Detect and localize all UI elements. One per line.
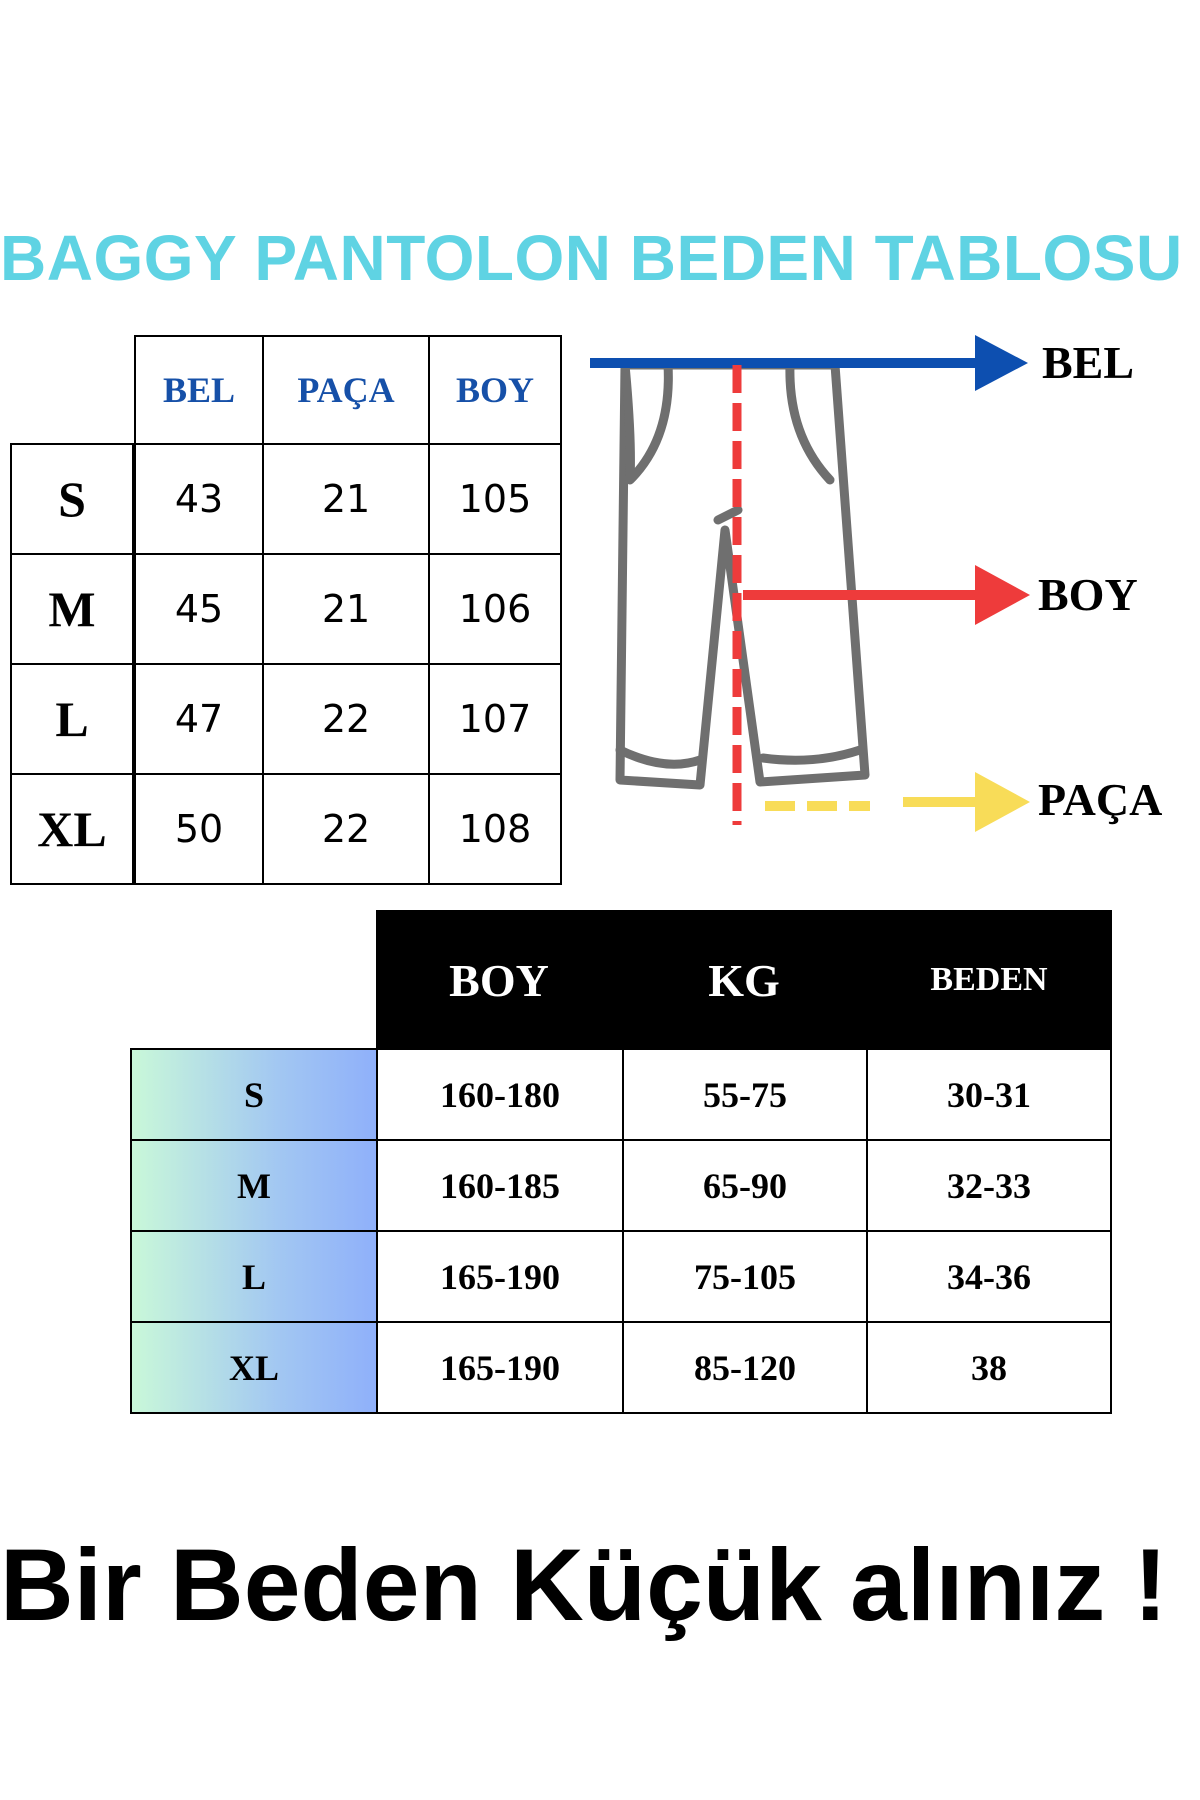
bel-arrow-icon (975, 335, 1028, 391)
size-label-l: L (10, 663, 134, 775)
table-cell: 65-90 (622, 1139, 868, 1232)
table-cell: 22 (262, 773, 430, 885)
table-cell: 105 (428, 443, 562, 555)
table-cell: 108 (428, 773, 562, 885)
header-beden: BEDEN (866, 910, 1112, 1050)
size-label-s: S (130, 1048, 378, 1141)
table-cell: 21 (262, 443, 430, 555)
table-cell: 38 (866, 1321, 1112, 1414)
footer-note: Bir Beden Küçük alınız ! (0, 1528, 1168, 1642)
size-label-s: S (10, 443, 134, 555)
table-cell: 43 (134, 443, 264, 555)
pants-measurement-diagram: BEL BOY PAÇA (590, 335, 1162, 832)
boy-label: BOY (1038, 569, 1138, 620)
paca-label: PAÇA (1038, 774, 1162, 825)
page-title: BAGGY PANTOLON BEDEN TABLOSU (0, 222, 1183, 294)
table-cell: 165-190 (376, 1321, 624, 1414)
size-label-l: L (130, 1230, 378, 1323)
header-bel: BEL (134, 335, 264, 445)
header-boy: BOY (376, 910, 622, 1050)
table-cell: 34-36 (866, 1230, 1112, 1323)
table-cell: 165-190 (376, 1230, 624, 1323)
boy-arrow-icon (975, 565, 1030, 625)
bel-label: BEL (1042, 337, 1134, 388)
table-cell: 107 (428, 663, 562, 775)
size-label-m: M (10, 553, 134, 665)
table-cell: 45 (134, 553, 264, 665)
table-cell: 160-180 (376, 1048, 624, 1141)
table-cell: 30-31 (866, 1048, 1112, 1141)
size-label-xl: XL (10, 773, 134, 885)
table-cell: 85-120 (622, 1321, 868, 1414)
paca-arrow-icon (975, 772, 1030, 832)
table-cell: 50 (134, 773, 264, 885)
table-cell: 21 (262, 553, 430, 665)
size-label-xl: XL (130, 1321, 378, 1414)
table-cell: 160-185 (376, 1139, 624, 1232)
table-cell: 22 (262, 663, 430, 775)
table-cell: 47 (134, 663, 264, 775)
table-cell: 75-105 (622, 1230, 868, 1323)
pants-outline-icon (615, 360, 870, 790)
header-boy: BOY (428, 335, 562, 445)
header-paca: PAÇA (262, 335, 430, 445)
table-cell: 55-75 (622, 1048, 868, 1141)
size-label-m: M (130, 1139, 378, 1232)
table-cell: 106 (428, 553, 562, 665)
header-kg: KG (622, 910, 866, 1050)
table-cell: 32-33 (866, 1139, 1112, 1232)
